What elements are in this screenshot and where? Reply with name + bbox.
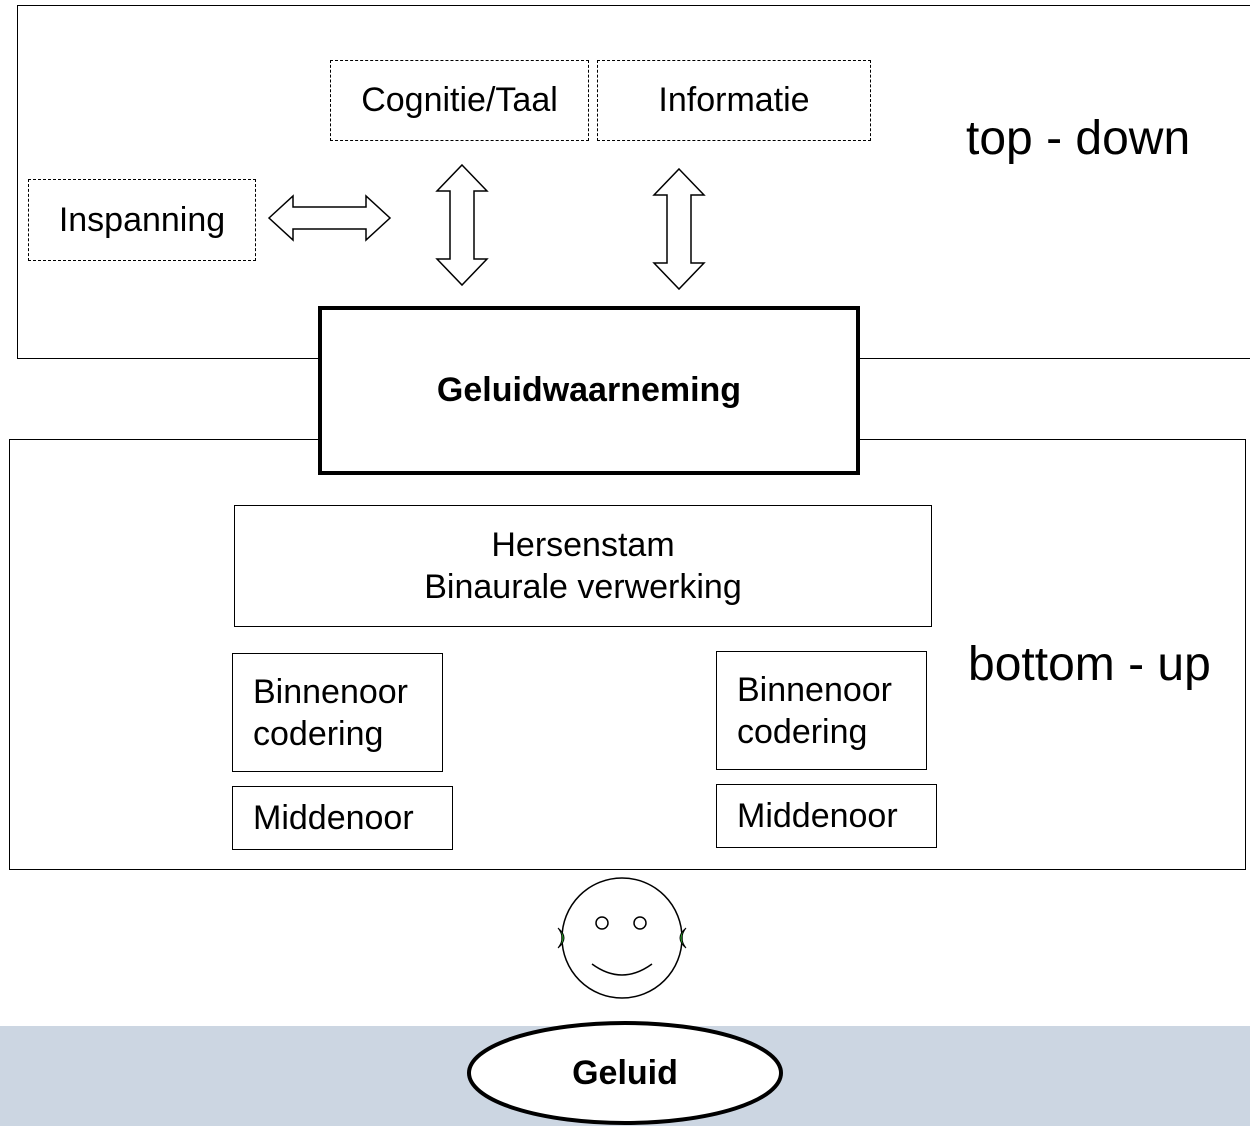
right-middle-ear-box: Middenoor bbox=[716, 784, 937, 848]
binaural-processing-label: Binaurale verwerking bbox=[424, 568, 742, 606]
cognition-language-label: Cognitie/Taal bbox=[361, 81, 558, 119]
brainstem-label: Hersenstam bbox=[491, 526, 675, 564]
face-outline bbox=[561, 877, 683, 999]
right-inner-ear-label: Binnenoor bbox=[737, 670, 893, 709]
sound-label: Geluid bbox=[572, 1053, 678, 1092]
right-ear-icon bbox=[679, 927, 687, 949]
information-box: Informatie bbox=[597, 60, 871, 141]
left-coding-label: codering bbox=[253, 714, 384, 753]
top-down-label: top - down bbox=[966, 112, 1191, 165]
sound-ellipse bbox=[467, 1021, 783, 1125]
perception-box: Geluidwaarneming bbox=[318, 306, 860, 475]
right-middle-ear-label: Middenoor bbox=[737, 797, 898, 835]
effort-box: Inspanning bbox=[28, 179, 256, 261]
cognition-language-box: Cognitie/Taal bbox=[330, 60, 589, 141]
right-inner-ear-box: Binnenoor codering bbox=[716, 651, 927, 770]
right-eye bbox=[633, 916, 647, 930]
left-eye bbox=[595, 916, 609, 930]
listener-face-icon bbox=[557, 877, 687, 999]
right-coding-label: codering bbox=[737, 712, 868, 751]
double-arrow-vertical-right bbox=[652, 167, 706, 291]
smile bbox=[591, 963, 653, 976]
left-inner-ear-label: Binnenoor bbox=[253, 672, 409, 711]
left-middle-ear-box: Middenoor bbox=[232, 786, 453, 850]
information-label: Informatie bbox=[658, 81, 810, 119]
double-arrow-horizontal bbox=[267, 194, 392, 242]
perception-label: Geluidwaarneming bbox=[436, 371, 742, 409]
left-middle-ear-label: Middenoor bbox=[253, 799, 414, 837]
brainstem-box: Hersenstam Binaurale verwerking bbox=[234, 505, 932, 627]
left-ear-icon bbox=[557, 927, 565, 949]
bottom-up-label: bottom - up bbox=[968, 638, 1211, 691]
double-arrow-vertical-left bbox=[435, 163, 489, 287]
effort-label: Inspanning bbox=[58, 200, 226, 239]
left-inner-ear-box: Binnenoor codering bbox=[232, 653, 443, 772]
